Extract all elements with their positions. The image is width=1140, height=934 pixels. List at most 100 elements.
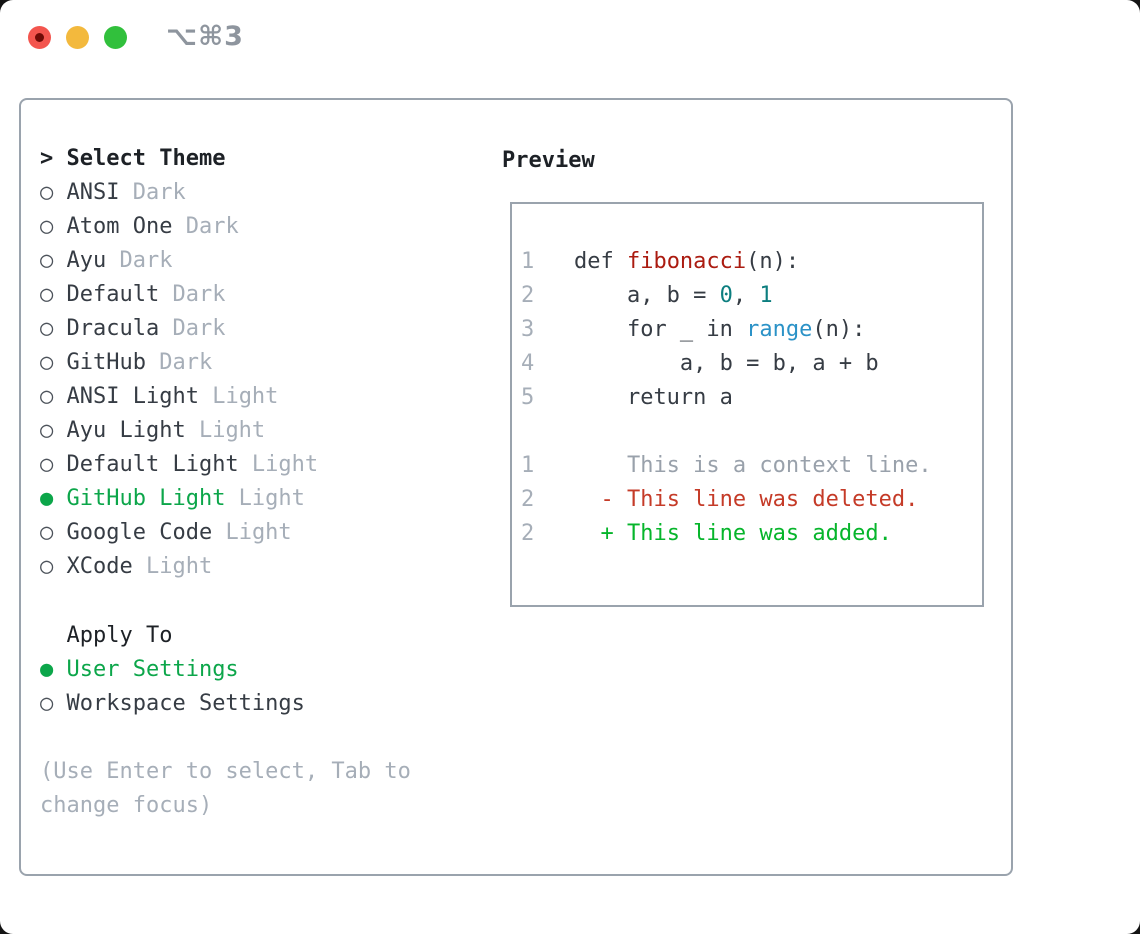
select-theme-header-label: Select Theme — [66, 146, 226, 171]
radio-icon: ○ — [40, 384, 54, 409]
code-segment: a, b = b, a + b — [573, 351, 879, 376]
theme-name: Dracula — [53, 316, 160, 341]
code-segment: 1 — [759, 283, 773, 308]
theme-name: GitHub Light — [53, 486, 226, 511]
line-number: 5 — [521, 385, 535, 410]
theme-name: Ayu Light — [53, 418, 186, 443]
preview-code-line: 4 a, b = b, a + b — [521, 347, 982, 381]
theme-variant: Dark — [106, 248, 173, 273]
help-text-line2: change focus) — [40, 793, 213, 818]
help-text-line1: (Use Enter to select, Tab to — [40, 759, 411, 784]
radio-icon: ○ — [40, 418, 54, 443]
theme-option-ayu-light[interactable]: ○ Ayu Light Light — [40, 414, 318, 448]
radio-icon: ○ — [40, 350, 54, 375]
apply-to-header: Apply To — [40, 619, 305, 653]
theme-variant: Light — [238, 452, 319, 477]
apply-option-user-settings[interactable]: ● User Settings — [40, 653, 305, 687]
preview-code-line — [521, 415, 982, 449]
preview-code-line: 1 This is a context line. — [521, 449, 982, 483]
theme-variant: Light — [212, 520, 292, 545]
preview-code-line: 2 a, b = 0, 1 — [521, 279, 982, 313]
line-number: 3 — [521, 317, 535, 342]
theme-variant: Light — [132, 554, 213, 579]
apply-to-header-label: Apply To — [66, 623, 173, 648]
theme-option-ansi-light[interactable]: ○ ANSI Light Light — [40, 380, 318, 414]
theme-option-ansi[interactable]: ○ ANSI Dark — [40, 176, 318, 210]
radio-icon: ○ — [40, 180, 54, 205]
code-segment — [574, 521, 601, 546]
theme-name: Ayu — [53, 248, 107, 273]
selected-radio-icon: ● — [40, 486, 54, 511]
theme-variant: Light — [198, 384, 279, 409]
theme-name: Google Code — [53, 520, 213, 545]
preview-code-line: 3 for _ in range(n): — [521, 313, 982, 347]
theme-option-default[interactable]: ○ Default Dark — [40, 278, 318, 312]
theme-name: Default — [53, 282, 160, 307]
radio-icon: ○ — [40, 554, 54, 579]
apply-option-label: Workspace Settings — [53, 691, 305, 716]
apply-option-workspace-settings[interactable]: ○ Workspace Settings — [40, 687, 305, 721]
theme-name: ANSI Light — [53, 384, 199, 409]
radio-icon: ○ — [40, 520, 54, 545]
line-number: 2 — [521, 487, 535, 512]
theme-variant: Dark — [172, 214, 239, 239]
code-segment: (n): — [812, 317, 866, 342]
radio-icon: ○ — [40, 248, 54, 273]
theme-option-default-light[interactable]: ○ Default Light Light — [40, 448, 318, 482]
theme-option-github-light[interactable]: ● GitHub Light Light — [40, 482, 318, 516]
preview-code-line: 2 - This line was deleted. — [521, 483, 982, 517]
line-number: 1 — [521, 249, 535, 274]
theme-name: Default Light — [53, 452, 239, 477]
code-segment: a, b = — [573, 283, 720, 308]
minimize-button[interactable] — [66, 26, 89, 49]
radio-icon: ○ — [40, 316, 54, 341]
select-theme-header: > Select Theme — [40, 142, 318, 176]
theme-name: ANSI — [53, 180, 120, 205]
radio-icon: ○ — [40, 214, 54, 239]
line-number: 2 — [521, 283, 535, 308]
theme-option-google-code[interactable]: ○ Google Code Light — [40, 516, 318, 550]
close-button[interactable] — [28, 26, 51, 49]
modified-dot-icon — [35, 33, 44, 42]
theme-option-ayu[interactable]: ○ Ayu Dark — [40, 244, 318, 278]
theme-option-dracula[interactable]: ○ Dracula Dark — [40, 312, 318, 346]
line-number: 4 — [521, 351, 535, 376]
theme-variant: Light — [225, 486, 305, 511]
theme-variant: Dark — [159, 316, 226, 341]
theme-option-github[interactable]: ○ GitHub Dark — [40, 346, 318, 380]
selected-radio-icon: ● — [40, 657, 54, 682]
code-segment: range — [746, 317, 813, 342]
titlebar: ⌥⌘3 — [0, 0, 1140, 74]
theme-variant: Dark — [159, 282, 226, 307]
theme-variant: Dark — [119, 180, 186, 205]
code-segment — [574, 487, 601, 512]
code-segment: fibonacci — [626, 249, 747, 274]
code-segment: , — [732, 283, 760, 308]
help-text: (Use Enter to select, Tab to change focu… — [40, 755, 411, 823]
code-segment: return a — [573, 385, 733, 410]
radio-icon: ○ — [40, 282, 54, 307]
preview-code-line: 5 return a — [521, 381, 982, 415]
code-segment: for _ in — [573, 317, 747, 342]
code-segment: This is a context line. — [573, 453, 932, 478]
window-title-shortcut: ⌥⌘3 — [166, 21, 244, 52]
apply-to-section: Apply To ● User Settings○ Workspace Sett… — [40, 619, 305, 721]
theme-variant: Dark — [145, 350, 213, 375]
code-segment: 0 — [719, 283, 733, 308]
radio-icon: ○ — [40, 452, 54, 477]
theme-option-atom-one[interactable]: ○ Atom One Dark — [40, 210, 318, 244]
theme-option-xcode[interactable]: ○ XCode Light — [40, 550, 318, 584]
zoom-button[interactable] — [104, 26, 127, 49]
line-number: 2 — [521, 521, 535, 546]
theme-name: XCode — [53, 554, 133, 579]
preview-code-line: 2 + This line was added. — [521, 517, 982, 551]
radio-icon: ○ — [40, 691, 54, 716]
code-segment: (n): — [746, 249, 800, 274]
apply-option-label: User Settings — [53, 657, 239, 682]
theme-picker-panel: > Select Theme ○ ANSI Dark○ Atom One Dar… — [19, 98, 1013, 876]
preview-header: Preview — [502, 148, 595, 173]
theme-name: GitHub — [53, 350, 146, 375]
code-segment: + This line was added. — [600, 521, 892, 546]
